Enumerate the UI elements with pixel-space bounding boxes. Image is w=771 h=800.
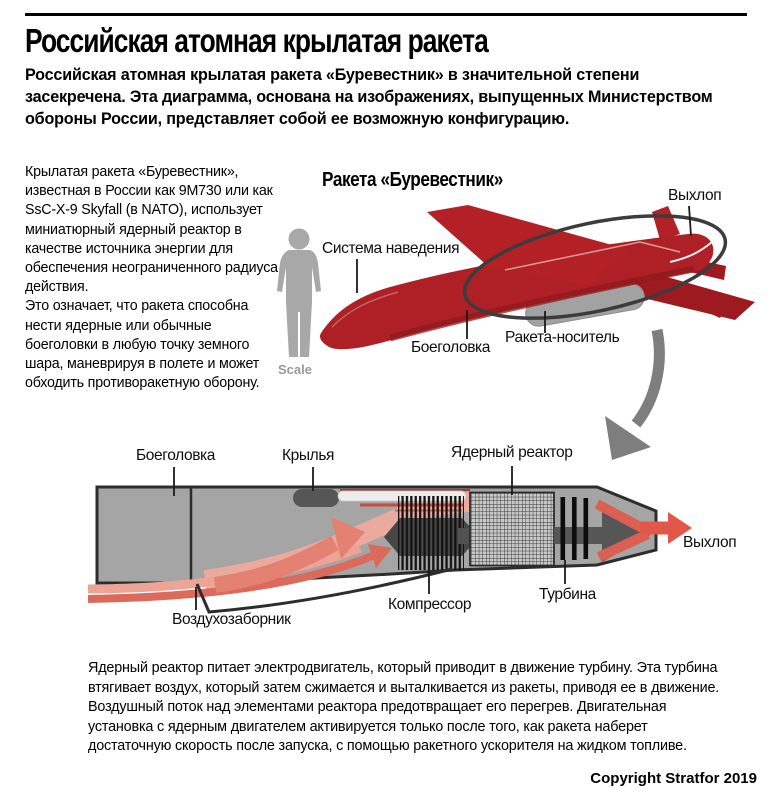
missile-fuselage (319, 233, 714, 350)
label-cutaway-turbine: Турбина (539, 586, 596, 603)
label-cutaway-reactor: Ядерный реактор (451, 444, 573, 461)
missile-near-wing (427, 205, 630, 285)
description-para-2: Это означает, что ракета способна нести … (25, 297, 260, 392)
label-cutaway-warhead: Боеголовка (136, 447, 216, 464)
scale-label: Scale (278, 362, 312, 377)
person-scale-silhouette (277, 228, 321, 357)
page-title: Российская атомная крылатая ракета (25, 22, 489, 59)
missile-lower-tailplane (694, 295, 728, 318)
cutaway-diagram (87, 485, 692, 614)
label-cutaway-wings: Крылья (282, 447, 335, 464)
label-warhead-top: Боеголовка (411, 339, 491, 356)
exhaust-arrows (594, 499, 692, 562)
curved-arrow-icon (605, 328, 665, 460)
air-intake-lip (195, 567, 453, 614)
focus-ellipse (462, 214, 728, 320)
label-exhaust-top: Выхлоп (668, 187, 722, 204)
description-block: Крылатая ракета «Буревестник», известная… (25, 162, 280, 392)
label-cutaway-exhaust: Выхлоп (683, 534, 737, 551)
label-booster: Ракета-носитель (505, 329, 620, 346)
nuclear-reactor-core (469, 491, 555, 567)
footer-paragraph: Ядерный реактор питает электродвигатель,… (88, 659, 720, 754)
turbine-blades (560, 497, 589, 560)
copyright-notice: Copyright Stratfor 2019 (590, 770, 757, 787)
intro-paragraph: Российская атомная крылатая ракета «Буре… (25, 65, 713, 128)
missile-tail-fin (652, 206, 680, 240)
description-para-1: Крылатая ракета «Буревестник», известная… (25, 163, 278, 296)
label-guidance-system: Система наведения (322, 240, 460, 257)
missile-figure-title: Ракета «Буревестник» (322, 169, 503, 191)
label-cutaway-compressor: Компрессор (388, 596, 472, 613)
compressor-blades (398, 496, 464, 570)
leader-lines (173, 205, 692, 610)
exhaust-nozzle-highlight (669, 241, 713, 263)
label-cutaway-intake: Воздухозаборник (172, 611, 291, 628)
missile-illustration (319, 205, 755, 350)
wing-root-shape (293, 489, 339, 507)
top-rule (25, 13, 747, 16)
